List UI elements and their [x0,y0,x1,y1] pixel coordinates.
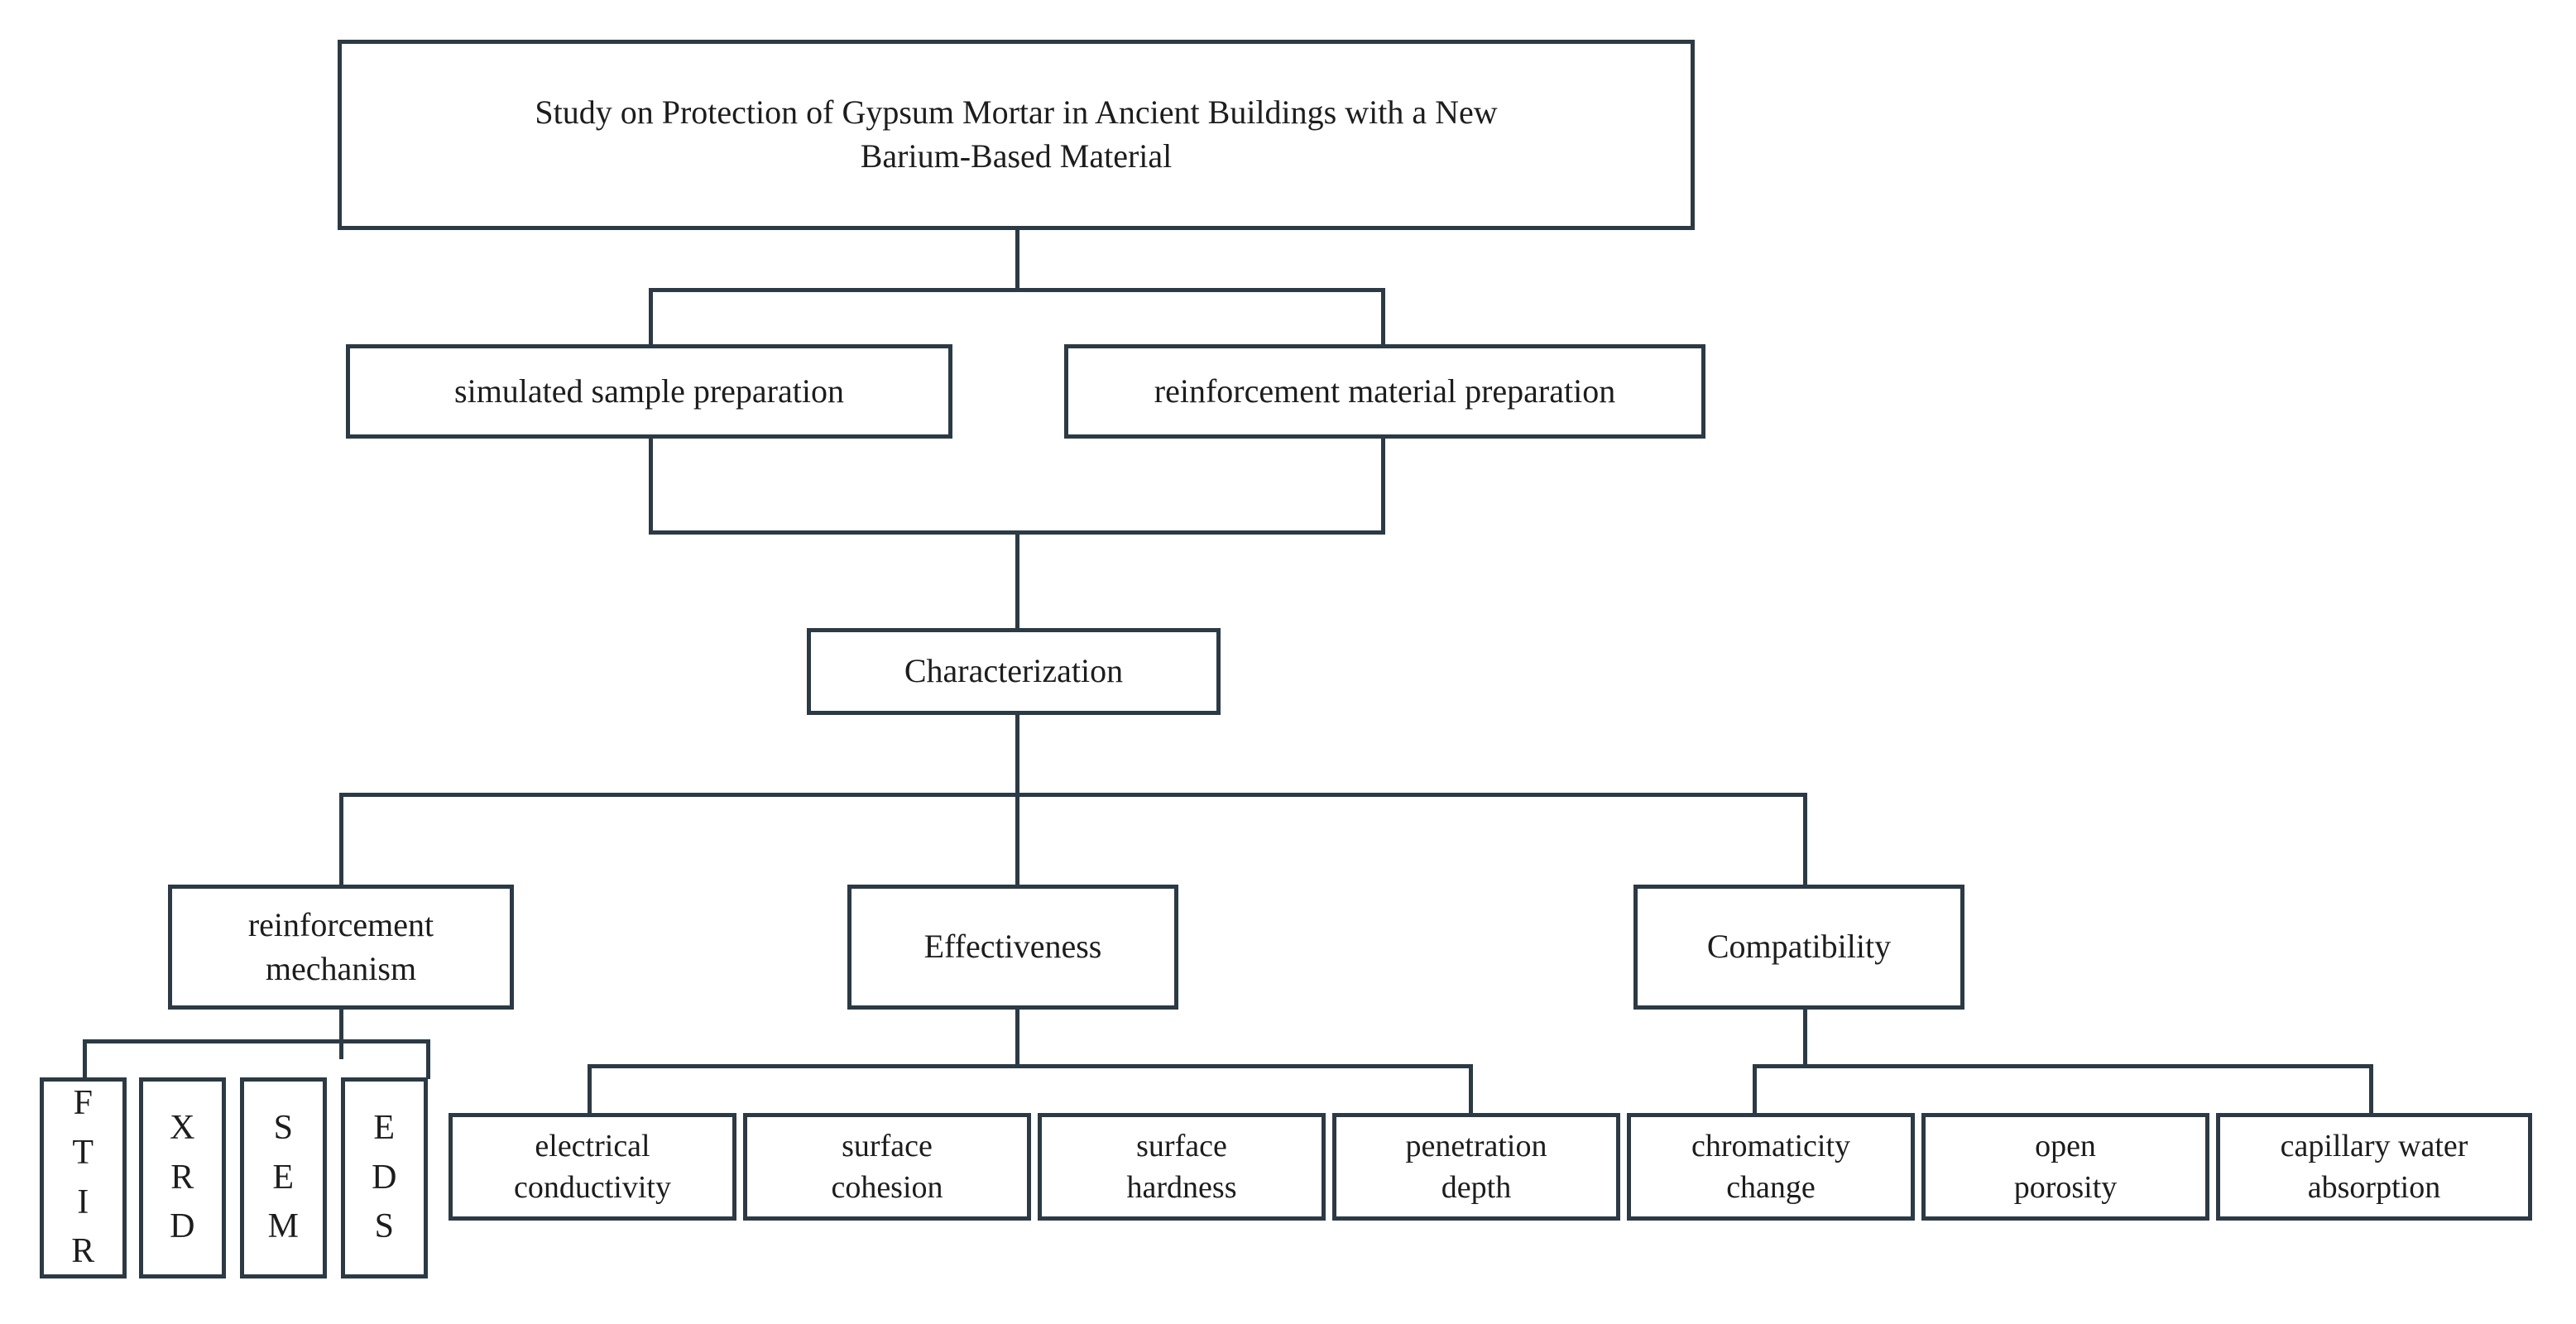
node-electrical-conductivity[interactable]: electrical conductivity [449,1113,736,1221]
node-open-porosity[interactable]: open porosity [1921,1113,2209,1221]
connector-level2-bar [649,288,1385,292]
node-simulated-sample-preparation[interactable]: simulated sample preparation [346,344,952,439]
node-surface-cohesion-label: surface cohesion [819,1125,954,1208]
connector-methods-bar [83,1039,430,1043]
node-surface-cohesion-line2: cohesion [831,1170,943,1205]
node-surface-hardness-label: surface hardness [1115,1125,1249,1208]
connector-merge-to-characterization [1015,530,1019,630]
connector-to-reinforcement-material [1381,288,1385,346]
connector-to-mechanism [339,793,343,886]
connector-branch-bar [339,793,1807,797]
connector-compatibility-bar [1753,1064,2373,1068]
node-chromaticity-change[interactable]: chromaticity change [1627,1113,1915,1221]
connector-to-compatibility [1803,793,1807,886]
node-chromaticity-change-label: chromaticity change [1680,1125,1862,1208]
node-compatibility[interactable]: Compatibility [1633,885,1964,1010]
connector-to-eds [426,1039,430,1079]
node-reinforcement-mechanism-label: reinforcement mechanism [237,904,445,991]
node-reinforcement-mechanism-line1: reinforcement [247,905,434,943]
node-compatibility-label: Compatibility [1706,928,1892,966]
node-surface-hardness[interactable]: surface hardness [1038,1113,1326,1221]
node-study-title[interactable]: Study on Protection of Gypsum Mortar in … [338,40,1695,230]
node-characterization[interactable]: Characterization [807,628,1221,715]
node-open-porosity-line2: porosity [2013,1170,2118,1205]
connector-to-chromaticity-change [1753,1064,1757,1115]
node-surface-cohesion[interactable]: surface cohesion [743,1113,1031,1221]
node-reinforcement-material-preparation-label: reinforcement material preparation [1154,372,1616,410]
node-capillary-water-absorption-line1: capillary water [2280,1128,2468,1163]
node-reinforcement-mechanism[interactable]: reinforcement mechanism [168,885,514,1010]
node-electrical-conductivity-label: electrical conductivity [502,1125,683,1208]
node-penetration-depth-label: penetration depth [1394,1125,1559,1208]
node-surface-cohesion-line1: surface [842,1128,933,1163]
node-surface-hardness-line1: surface [1136,1128,1227,1163]
node-open-porosity-label: open porosity [2003,1125,2129,1208]
connector-root-down [1015,228,1019,290]
node-penetration-depth-line1: penetration [1405,1128,1547,1163]
node-reinforcement-material-preparation[interactable]: reinforcement material preparation [1064,344,1705,439]
node-electrical-conductivity-line2: conductivity [514,1170,671,1205]
node-characterization-label: Characterization [904,652,1124,690]
connector-to-electrical-conductivity [588,1064,592,1115]
connector-characterization-down [1015,713,1019,796]
node-capillary-water-absorption-line2: absorption [2307,1170,2441,1205]
node-capillary-water-absorption[interactable]: capillary water absorption [2216,1113,2532,1221]
connector-mechanism-down [339,1008,343,1059]
connector-to-capillary-water-absorption [2369,1064,2373,1115]
node-capillary-water-absorption-label: capillary water absorption [2269,1125,2480,1208]
connector-to-ftir [83,1039,87,1079]
connector-to-penetration-depth [1469,1064,1473,1115]
node-effectiveness[interactable]: Effectiveness [847,885,1178,1010]
node-reinforcement-mechanism-line2: mechanism [265,949,417,987]
node-penetration-depth[interactable]: penetration depth [1332,1113,1620,1221]
connector-simulated-sample-down [649,437,653,535]
node-penetration-depth-line2: depth [1441,1170,1512,1205]
node-study-title-line2: Barium-Based Material [860,137,1173,175]
node-electrical-conductivity-line1: electrical [535,1128,650,1163]
connector-reinforcement-material-down [1381,437,1385,535]
connector-compatibility-down [1803,1008,1807,1067]
node-study-title-line1: Study on Protection of Gypsum Mortar in … [535,94,1498,132]
node-simulated-sample-preparation-label: simulated sample preparation [454,372,844,410]
node-chromaticity-change-line1: chromaticity [1691,1128,1851,1163]
connector-effectiveness-down [1015,1008,1019,1067]
node-effectiveness-label: Effectiveness [923,928,1102,966]
connector-to-effectiveness [1015,793,1019,886]
node-open-porosity-line1: open [2035,1128,2096,1163]
node-study-title-label: Study on Protection of Gypsum Mortar in … [523,91,1509,179]
connector-effectiveness-bar [588,1064,1473,1068]
connector-to-simulated-sample [649,288,653,346]
node-chromaticity-change-line2: change [1726,1170,1816,1205]
node-surface-hardness-line2: hardness [1126,1170,1237,1205]
